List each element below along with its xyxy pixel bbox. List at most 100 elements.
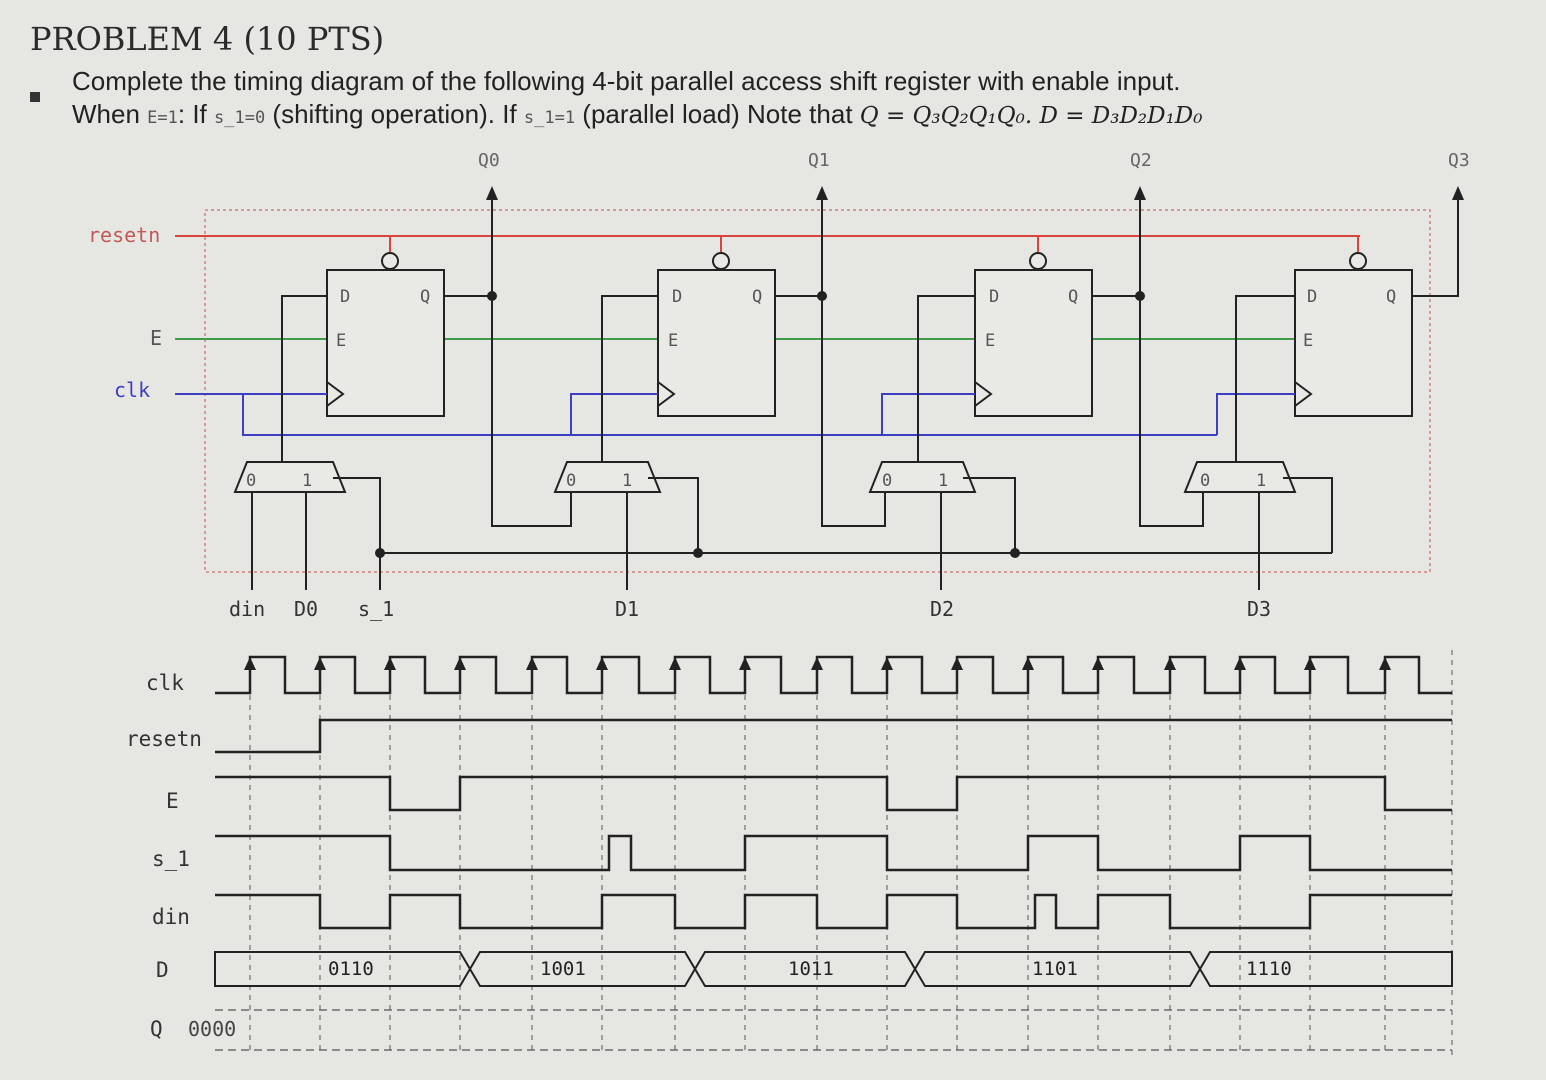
mux1-to-ff1-wire bbox=[601, 295, 658, 462]
clk-edge-arrow-icon-0 bbox=[244, 657, 256, 670]
din-waveform bbox=[215, 893, 1452, 930]
circuit-boundary bbox=[204, 209, 1431, 573]
problem-title: PROBLEM 4 (10 PTS) bbox=[30, 20, 384, 58]
shift-condition: s_1=0 bbox=[214, 108, 266, 128]
clk-edge-arrow-icon-14 bbox=[1234, 657, 1246, 670]
bullet-icon bbox=[30, 92, 40, 102]
d-bus-bottom-0 bbox=[214, 968, 471, 987]
d-bus-top-4 bbox=[1199, 951, 1453, 970]
clk-edge-arrow-icon-4 bbox=[526, 657, 538, 670]
problem-instruction: Complete the timing diagram of the follo… bbox=[72, 66, 1181, 96]
ff3-d-pin: D bbox=[1307, 287, 1317, 307]
din-input-label: din bbox=[229, 597, 265, 621]
ff3-clock-triangle bbox=[1294, 381, 1313, 407]
resetn-input-label: resetn bbox=[88, 223, 160, 247]
ff2-pins: D Q E bbox=[985, 287, 1078, 351]
d-value-3: 1011 bbox=[788, 958, 834, 980]
enable-condition: E=1 bbox=[147, 108, 178, 128]
mux3-input-0: 0 bbox=[1200, 471, 1210, 491]
ff2-clk-wire bbox=[881, 393, 975, 435]
clk-edge-arrow-icon-15 bbox=[1304, 657, 1316, 670]
select-junction-1 bbox=[693, 548, 703, 558]
mux3-to-ff3-wire bbox=[1235, 295, 1295, 462]
mux2-select-wire bbox=[963, 477, 1016, 553]
timing-diagram bbox=[214, 650, 1453, 1055]
clk-waveform bbox=[215, 655, 1452, 695]
timing-s1-label: s_1 bbox=[152, 847, 190, 871]
d-bus-bottom-4 bbox=[1199, 968, 1453, 987]
d-bus-bottom-3 bbox=[914, 968, 1201, 987]
d-bus-bottom-1 bbox=[469, 968, 696, 987]
mux3-select-wire bbox=[1283, 477, 1333, 553]
ff1-pins: D Q E bbox=[668, 287, 762, 351]
d-value-2: 1001 bbox=[540, 958, 586, 980]
timing-q-label: Q bbox=[150, 1017, 163, 1041]
mux3-input-1: 1 bbox=[1256, 471, 1266, 491]
select-junction-2 bbox=[1010, 548, 1020, 558]
ff3-reset-bubble bbox=[1349, 252, 1367, 270]
output-q0-label: Q0 bbox=[478, 150, 500, 171]
q3-output-wire bbox=[1412, 200, 1459, 297]
timing-resetn-label: resetn bbox=[126, 727, 202, 751]
q1-arrow-icon bbox=[816, 186, 828, 200]
ff3-q-pin: Q bbox=[1386, 287, 1396, 307]
d-value-4: 1101 bbox=[1032, 958, 1078, 980]
clk-input-label: clk bbox=[114, 378, 150, 402]
mux2-to-ff2-wire bbox=[917, 295, 975, 462]
clk-edge-arrow-icon-16 bbox=[1379, 657, 1391, 670]
timing-e-label: E bbox=[166, 789, 179, 813]
s1-input-label: s_1 bbox=[358, 597, 394, 621]
timing-din-label: din bbox=[152, 905, 190, 929]
load-description: (parallel load) Note that bbox=[575, 99, 860, 129]
clk-edge-arrow-icon-5 bbox=[596, 657, 608, 670]
timing-clk-label: clk bbox=[146, 671, 184, 695]
q1-feedback-wire bbox=[821, 296, 886, 527]
d2-input-label: D2 bbox=[930, 597, 954, 621]
d-value-1: 0110 bbox=[328, 958, 374, 980]
ff0-reset-bubble bbox=[381, 252, 399, 270]
q-definition: Q = Q₃Q₂Q₁Q₀. bbox=[859, 103, 1040, 129]
q2-feedback-wire bbox=[1139, 296, 1204, 527]
d-bus-top-1 bbox=[469, 951, 696, 970]
ff3-clk-wire bbox=[1216, 393, 1295, 435]
clk-edge-arrow-icon-12 bbox=[1092, 657, 1104, 670]
d-definition: D = D₃D₂D₁D₀ bbox=[1039, 103, 1203, 129]
clk-edge-arrow-icon-9 bbox=[881, 657, 893, 670]
ff2-clock-triangle bbox=[974, 381, 993, 407]
problem-conditions: When E=1: If s_1=0 (shifting operation).… bbox=[72, 99, 1202, 130]
d-bus-bottom-2 bbox=[694, 968, 916, 987]
ff0-clk-wire bbox=[242, 393, 327, 435]
mux2-input-1: 1 bbox=[938, 471, 948, 491]
select-junction-0 bbox=[375, 548, 385, 558]
q2-arrow-icon bbox=[1134, 186, 1146, 200]
clk-edge-arrow-icon-8 bbox=[811, 657, 823, 670]
clk-edge-arrow-icon-13 bbox=[1164, 657, 1176, 670]
mux3-body bbox=[1183, 461, 1297, 493]
d-bus-top-0 bbox=[214, 951, 471, 970]
mux1-body bbox=[553, 461, 662, 493]
clk-edge-arrow-icon-2 bbox=[384, 657, 396, 670]
ff0-clock-triangle bbox=[326, 381, 345, 407]
mux1-input-0: 0 bbox=[566, 471, 576, 491]
ff2-d-pin: D bbox=[989, 287, 999, 307]
ff1-clk-wire bbox=[570, 393, 658, 435]
shift-register-circuit bbox=[175, 186, 1464, 590]
mux0-body bbox=[233, 461, 347, 493]
clk-edge-arrow-icon-6 bbox=[669, 657, 681, 670]
clk-edge-arrow-icon-7 bbox=[739, 657, 751, 670]
d1-input-label: D1 bbox=[615, 597, 639, 621]
ff0-e-pin: E bbox=[336, 331, 346, 351]
ff0-q-pin: Q bbox=[420, 287, 430, 307]
ff2-box bbox=[974, 269, 1093, 417]
q0-arrow-icon bbox=[486, 186, 498, 200]
if-text: : If bbox=[177, 99, 214, 129]
mux2-body bbox=[868, 461, 977, 493]
resetn-waveform bbox=[215, 718, 1452, 754]
clk-edge-arrow-icon-10 bbox=[951, 657, 963, 670]
q0-feedback-wire bbox=[491, 296, 572, 527]
q-initial-value: 0000 bbox=[188, 1017, 236, 1041]
ff2-reset-bubble bbox=[1029, 252, 1047, 270]
load-condition: s_1=1 bbox=[523, 108, 576, 128]
ff2-e-pin: E bbox=[985, 331, 995, 351]
mux0-to-ff0-wire bbox=[281, 295, 327, 462]
